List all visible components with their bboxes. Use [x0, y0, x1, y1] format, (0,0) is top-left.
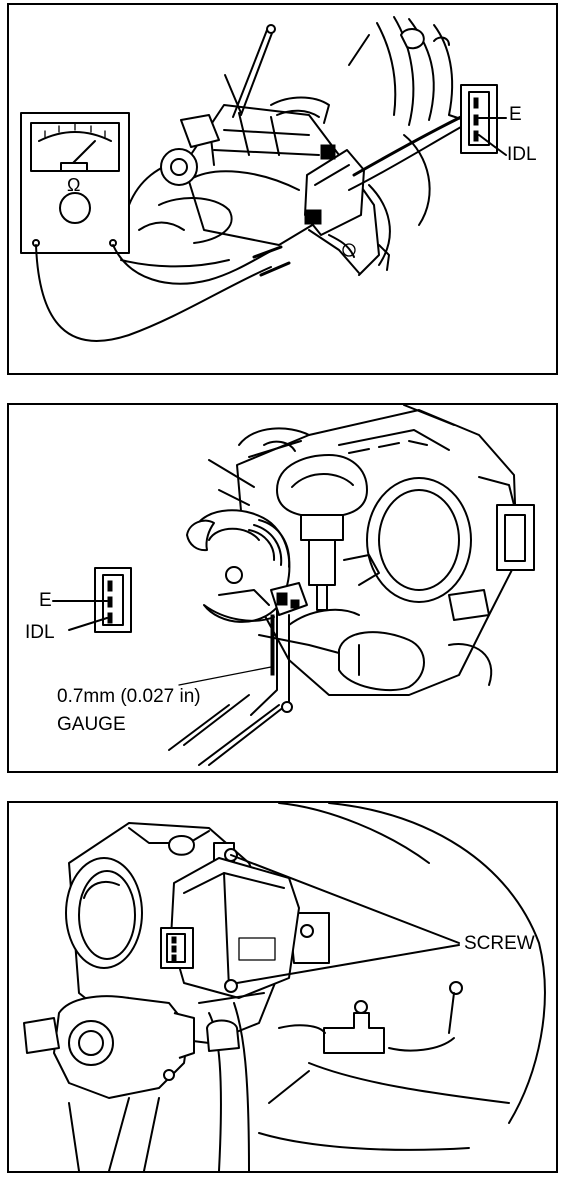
ohm-symbol: Ω [67, 175, 81, 195]
throttle-body [208, 405, 535, 696]
figure-feeler-gauge-check: E IDL 0.7mm (0.027 in) GAUGE [7, 403, 558, 773]
feeler-gauge [168, 609, 293, 766]
throttle-position-sensor [304, 144, 365, 236]
hoses [68, 1002, 250, 1171]
connector-diagram [52, 567, 132, 633]
connector-terminal-idl-label: IDL [507, 144, 537, 165]
ohmmeter [20, 112, 130, 254]
figure-ohmmeter-check: E IDL Ω [7, 3, 558, 375]
connector-terminal-e-label: E [509, 104, 522, 125]
gauge-thickness-label: 0.7mm (0.027 in) [57, 686, 201, 707]
throttle-gauge-illustration [52, 405, 535, 766]
connector-terminal-e-label: E [39, 590, 52, 611]
throttle-position-sensor [160, 848, 300, 999]
intake-manifold [258, 981, 510, 1151]
connector-terminal-idl-label: IDL [25, 622, 55, 643]
gauge-label: GAUGE [57, 714, 126, 735]
intake-air-control-valve [23, 995, 195, 1099]
connector-diagram [460, 84, 507, 156]
throttle-linkage [186, 509, 308, 623]
ohmmeter-illustration [20, 16, 507, 342]
screw-label: SCREW [464, 933, 535, 954]
sensor-mounting-illustration [23, 803, 546, 1171]
figure-sensor-screws: SCREW [7, 801, 558, 1173]
